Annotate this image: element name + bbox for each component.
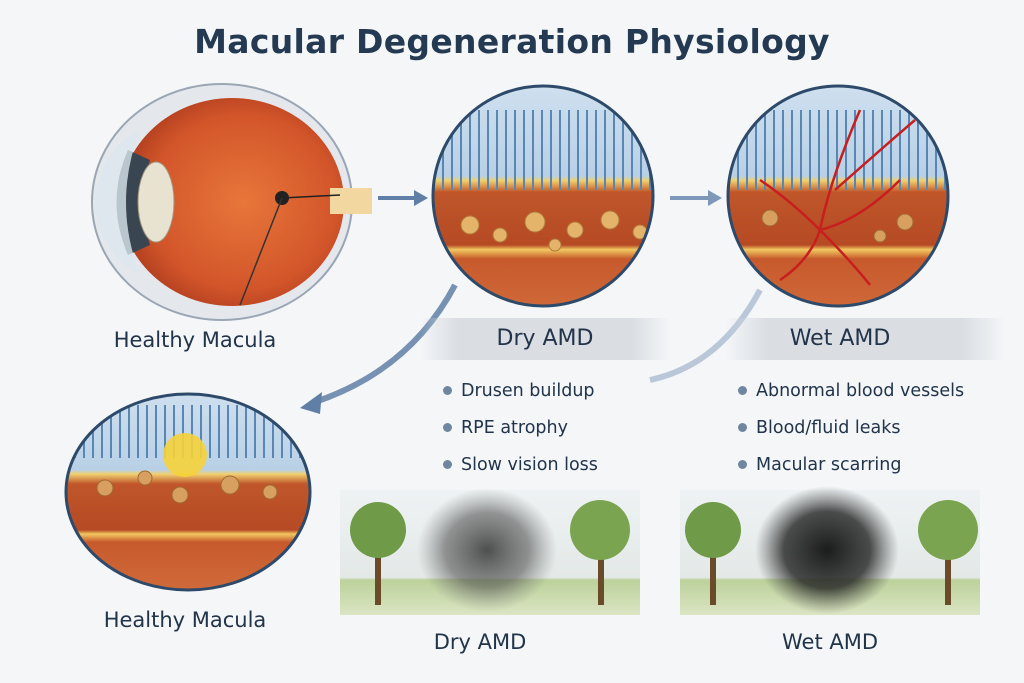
label-dry-amd-scene: Dry AMD — [433, 630, 527, 654]
bullet-icon — [738, 460, 747, 469]
arrow-wet-curve — [649, 288, 763, 383]
eye-cross-section — [91, 83, 372, 321]
bullet-icon — [443, 460, 452, 469]
bullet-icon — [738, 423, 747, 432]
wet-point: Macular scarring — [756, 454, 902, 475]
dry-amd-points: Drusen buildup RPE atrophy Slow vision l… — [443, 372, 598, 483]
label-healthy-macula-bottom: Healthy Macula — [103, 608, 267, 632]
page-title: Macular Degeneration Physiology — [194, 22, 830, 61]
dry-point: Slow vision loss — [461, 454, 598, 475]
dry-amd-vision-scene — [340, 488, 640, 615]
bullet-icon — [443, 423, 452, 432]
dry-point: RPE atrophy — [461, 417, 568, 438]
label-wet-amd: Wet AMD — [789, 326, 891, 351]
dry-amd-retina — [433, 86, 653, 306]
wet-point: Abnormal blood vessels — [756, 380, 965, 401]
dry-point: Drusen buildup — [461, 380, 595, 401]
arrow-dry-to-healthy — [314, 283, 458, 405]
wet-amd-vision-scene — [680, 486, 980, 615]
bullet-icon — [738, 386, 747, 395]
wet-amd-points: Abnormal blood vessels Blood/fluid leaks… — [738, 372, 964, 483]
label-dry-amd: Dry AMD — [496, 326, 594, 351]
wet-point: Blood/fluid leaks — [756, 417, 901, 438]
bullet-icon — [443, 386, 452, 395]
label-wet-amd-scene: Wet AMD — [781, 630, 879, 654]
label-eye-healthy-macula: Healthy Macula — [113, 328, 277, 352]
